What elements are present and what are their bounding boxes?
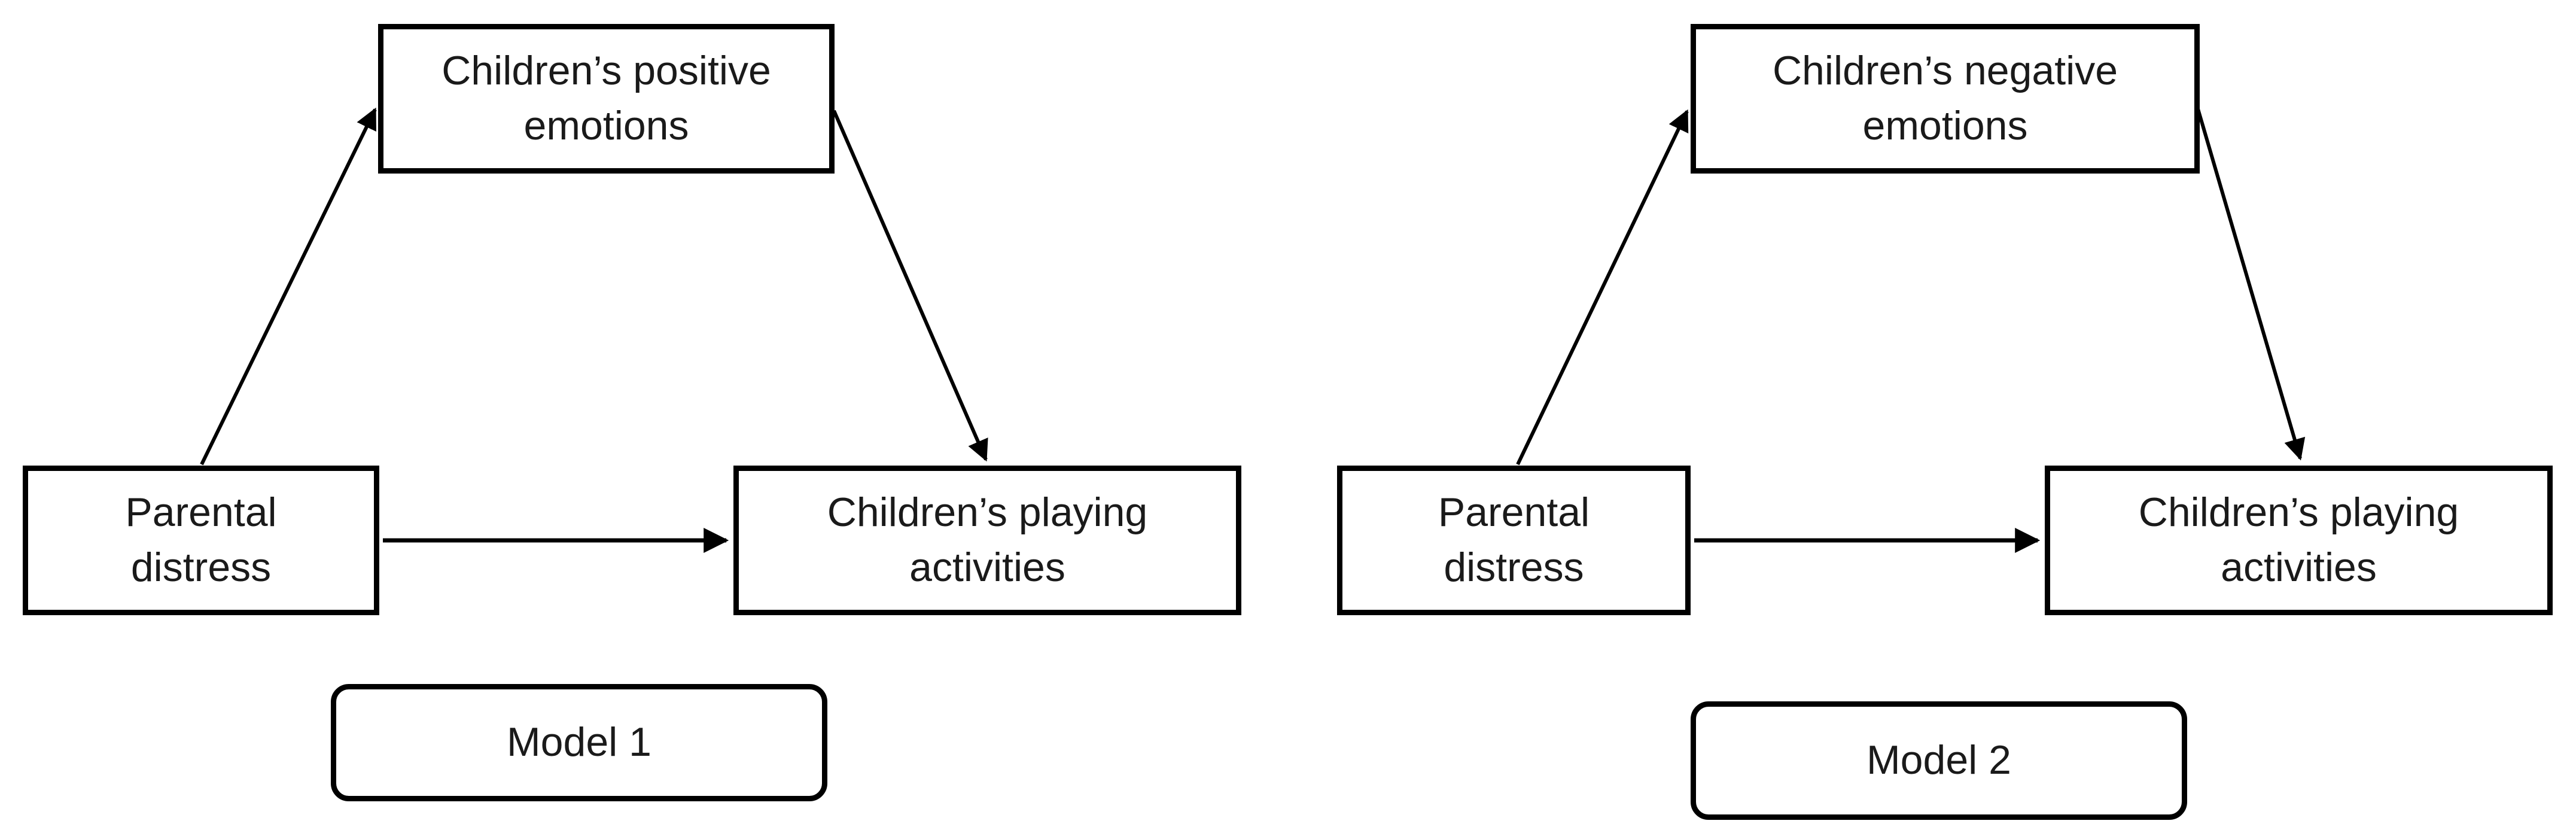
m2-arrow-predictor-to-mediator bbox=[1516, 109, 1689, 466]
m2-predictor-label: Parental distress bbox=[1438, 490, 1590, 590]
m1-caption-label: Model 1 bbox=[507, 719, 651, 765]
m2-mediator-box: Children’s negative emotions bbox=[1691, 24, 2200, 174]
m1-arrow-predictor-to-mediator bbox=[200, 107, 377, 466]
m2-mediator-label: Children’s negative emotions bbox=[1772, 48, 2118, 148]
m2-caption-label: Model 2 bbox=[1866, 737, 2011, 783]
m2-arrow-mediator-to-outcome bbox=[2196, 108, 2306, 461]
m1-outcome-label: Children’s playing activities bbox=[827, 490, 1148, 590]
m1-mediator-box: Children’s positive emotions bbox=[378, 24, 835, 174]
m1-mediator-label: Children’s positive emotions bbox=[441, 48, 771, 148]
m2-caption-box: Model 2 bbox=[1691, 701, 2187, 820]
m1-caption-box: Model 1 bbox=[331, 684, 827, 801]
m2-predictor-box: Parental distress bbox=[1337, 466, 1691, 615]
m1-predictor-box: Parental distress bbox=[23, 466, 379, 615]
m2-outcome-box: Children’s playing activities bbox=[2045, 466, 2553, 615]
m1-outcome-box: Children’s playing activities bbox=[733, 466, 1241, 615]
m1-arrow-mediator-to-outcome bbox=[832, 110, 988, 462]
m2-outcome-label: Children’s playing activities bbox=[2138, 490, 2459, 590]
m1-predictor-label: Parental distress bbox=[125, 490, 277, 590]
